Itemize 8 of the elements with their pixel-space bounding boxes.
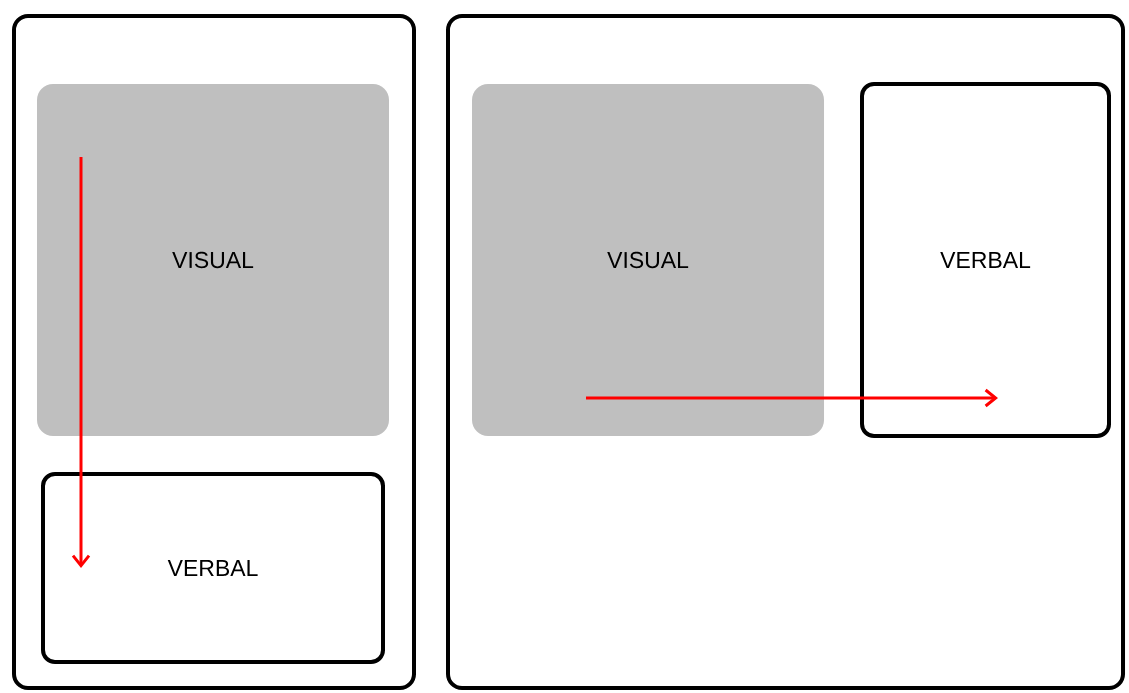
visual-box: VISUAL — [472, 84, 824, 436]
verbal-box: VERBAL — [860, 82, 1111, 438]
panel-box — [446, 14, 1125, 690]
visual-box: VISUAL — [37, 84, 389, 436]
verbal-box: VERBAL — [41, 472, 385, 664]
arrow — [71, 157, 91, 568]
arrow — [586, 388, 998, 408]
panel-box — [12, 14, 416, 690]
